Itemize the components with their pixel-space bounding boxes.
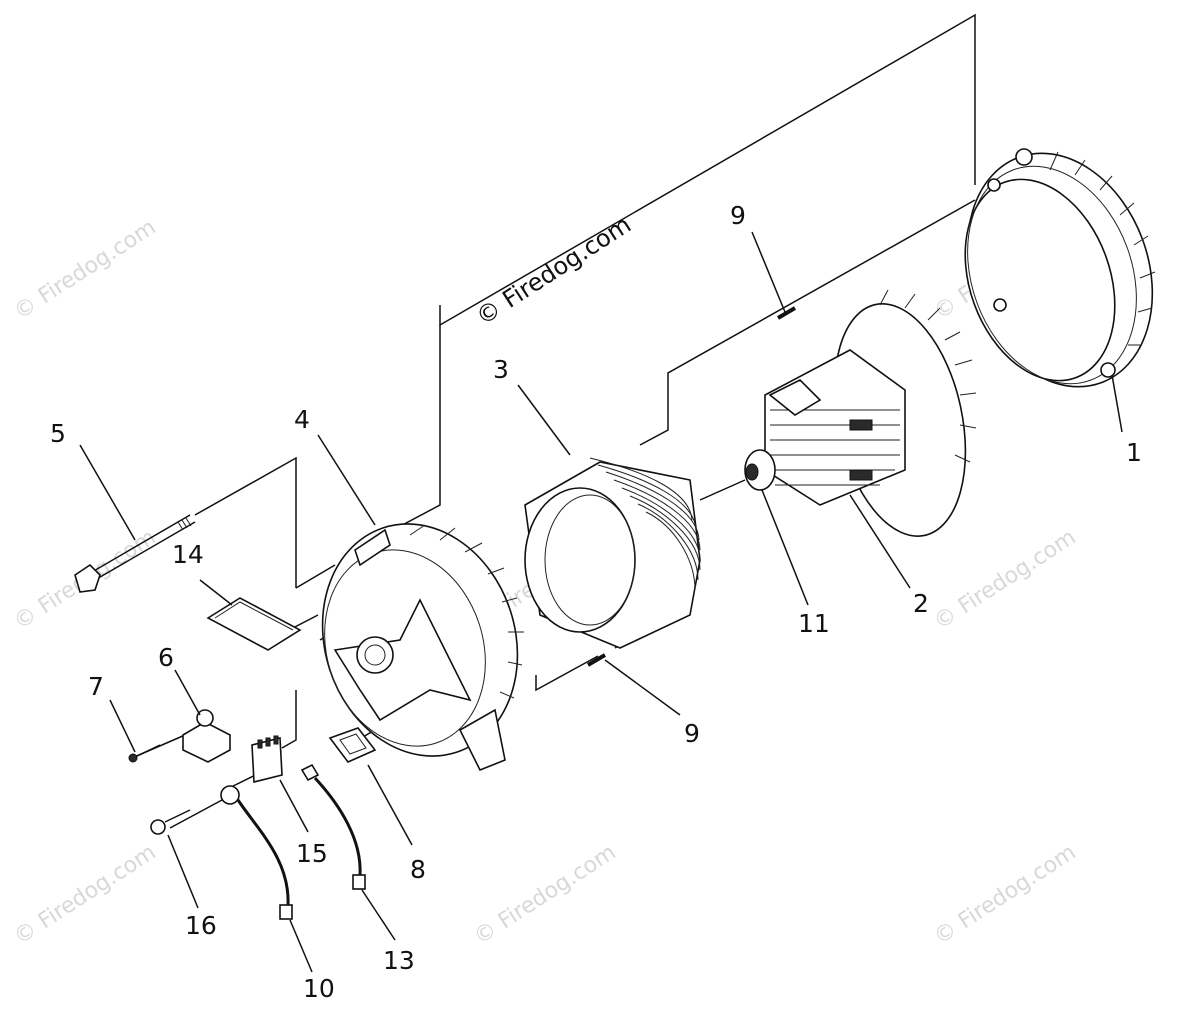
- part-1-end-housing: [964, 148, 1156, 388]
- watermark-faint: © Firedog.com: [930, 525, 1081, 635]
- leader-14: [199, 579, 233, 606]
- leader-9a: [751, 231, 786, 313]
- part-14-pad: [206, 597, 302, 651]
- callout-labels: 1 2 3 4 5 6 7 8 9 9 10 11 13 14 15 16: [50, 201, 1142, 1003]
- leader-2: [849, 494, 911, 589]
- leader-11: [761, 489, 809, 606]
- leader-15: [279, 779, 309, 833]
- part-9-pin-lower: [586, 653, 607, 667]
- callout-3: 3: [493, 355, 509, 384]
- part-5-through-bolt: [74, 514, 196, 593]
- part-8-clip: [328, 727, 377, 763]
- part-13-lead-wire: [300, 763, 366, 890]
- callout-9-lower: 9: [684, 719, 700, 748]
- leader-4: [317, 434, 376, 526]
- leader-lines: [79, 231, 1123, 973]
- callout-4: 4: [294, 405, 310, 434]
- part-6-brush-holder: [182, 709, 231, 763]
- leader-10: [289, 919, 313, 973]
- leader-7: [109, 699, 136, 753]
- callout-10: 10: [303, 974, 335, 1003]
- callout-5: 5: [50, 419, 66, 448]
- callout-8: 8: [410, 855, 426, 884]
- callout-14: 14: [172, 540, 204, 569]
- callout-11: 11: [798, 609, 830, 638]
- callout-13: 13: [383, 946, 415, 975]
- leader-5: [79, 444, 136, 541]
- callout-9-upper: 9: [730, 201, 746, 230]
- part-2-rotor: [744, 289, 977, 537]
- part-7-screw: [128, 744, 161, 763]
- callout-7: 7: [88, 672, 104, 701]
- leader-13: [361, 889, 396, 941]
- callout-15: 15: [296, 839, 328, 868]
- callout-16: 16: [185, 911, 217, 940]
- part-10-ground-wire: [220, 785, 293, 920]
- watermark-faint: © Firedog.com: [10, 215, 161, 325]
- callout-6: 6: [158, 643, 174, 672]
- callout-2: 2: [913, 589, 929, 618]
- alignment-lines: [131, 13, 976, 829]
- leader-1: [1111, 374, 1123, 433]
- watermark-faint: © Firedog.com: [470, 840, 621, 950]
- watermark-faint: © Firedog.com: [10, 840, 161, 950]
- part-16-bolt: [150, 809, 191, 835]
- part-15-terminal-block: [251, 735, 283, 784]
- part-4-front-housing: [321, 523, 524, 772]
- watermark-faint: © Firedog.com: [930, 840, 1081, 950]
- part-3-stator: [524, 457, 701, 649]
- leader-6: [174, 669, 201, 716]
- leader-9b: [604, 659, 681, 716]
- leader-3: [517, 384, 571, 456]
- leader-16: [167, 834, 199, 909]
- watermark-main: © Firedog.com: [471, 210, 636, 331]
- part-9-pin-upper: [776, 306, 797, 320]
- callout-1: 1: [1126, 438, 1142, 467]
- leader-8: [367, 764, 413, 846]
